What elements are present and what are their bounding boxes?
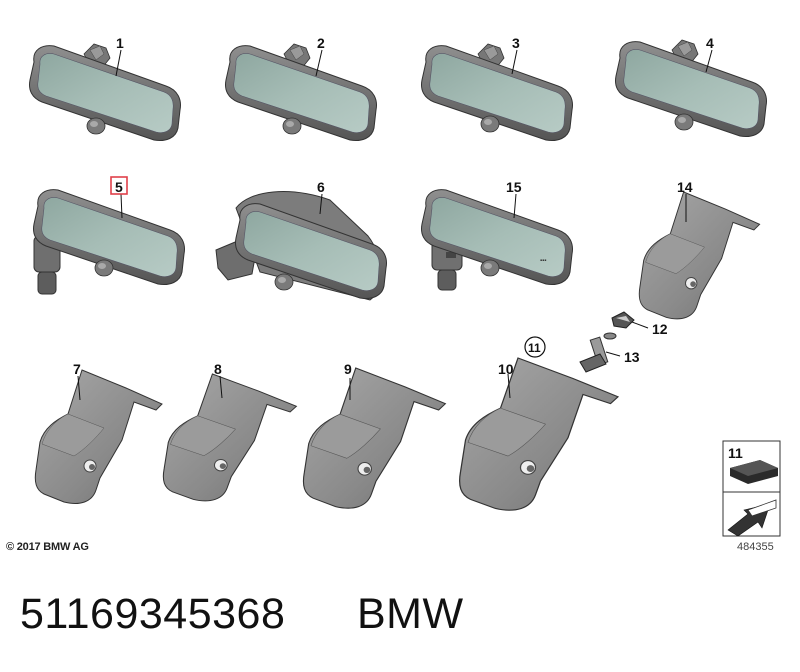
mirror-part-6 <box>215 191 387 301</box>
callout-3: 3 <box>512 35 520 51</box>
mirror-part-4 <box>615 39 767 137</box>
callout-15: 15 <box>506 179 522 195</box>
mirror-part-15: ▪▪▪ <box>421 189 573 291</box>
mirror-part-5 <box>33 189 185 295</box>
svg-text:▪▪▪: ▪▪▪ <box>540 258 546 264</box>
clip-part-12 <box>611 311 635 329</box>
mirror-part-3 <box>421 43 573 141</box>
callout-6: 6 <box>317 179 325 195</box>
leader-lines <box>77 49 713 401</box>
legend-box: 11 <box>722 440 781 537</box>
cover-part-10 <box>458 357 619 511</box>
copyright-text: © 2017 BMW AG <box>6 541 89 553</box>
legend-label-11: 11 <box>728 445 743 461</box>
cover-part-14 <box>638 191 761 320</box>
cover-part-9 <box>302 367 446 509</box>
cover-part-7 <box>34 369 163 504</box>
part-number: 51169345368 <box>20 590 286 638</box>
cover-part-8 <box>162 373 297 502</box>
mirror-part-1 <box>29 43 181 141</box>
brand-name: BMW <box>357 590 464 638</box>
callout-2: 2 <box>317 35 325 51</box>
callout-13: 13 <box>624 349 640 365</box>
diagram-id: 484355 <box>737 541 774 553</box>
callout-7: 7 <box>73 361 81 377</box>
callout-4: 4 <box>706 35 714 51</box>
callout-10: 10 <box>498 361 514 377</box>
callout-11-circle <box>524 336 546 358</box>
mirror-part-2 <box>225 43 377 141</box>
callout-11: 11 <box>528 341 541 355</box>
callout-12: 12 <box>652 321 668 337</box>
callout-8: 8 <box>214 361 222 377</box>
callout-9: 9 <box>344 361 352 377</box>
screw-part-13 <box>579 332 617 373</box>
callout-14: 14 <box>677 179 693 195</box>
callout-1: 1 <box>116 35 124 51</box>
highlight-box-5 <box>110 176 128 195</box>
callout-5: 5 <box>115 179 123 195</box>
